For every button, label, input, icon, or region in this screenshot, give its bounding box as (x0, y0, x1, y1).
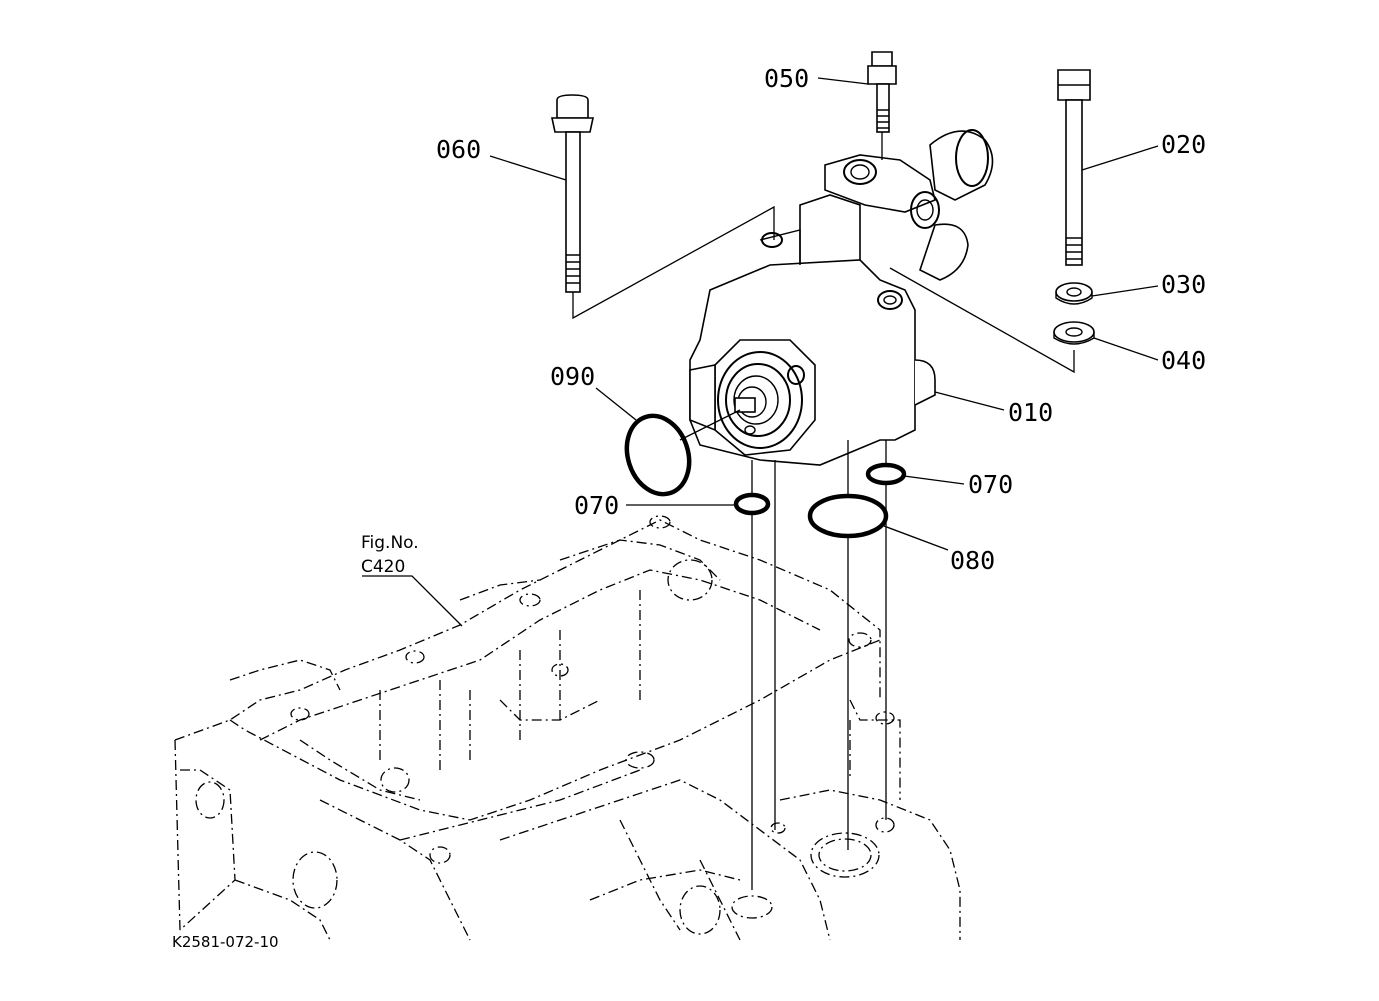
o-ring-070-left (733, 492, 771, 516)
assembly-lines (572, 132, 1075, 890)
washer-040 (1053, 321, 1095, 345)
part-label-030: 030 (1161, 270, 1206, 299)
part-label-020: 020 (1161, 130, 1206, 159)
part-label-080: 080 (950, 546, 995, 575)
part-label-050: 050 (764, 64, 809, 93)
bolt-050 (867, 51, 897, 133)
o-ring-080 (807, 493, 889, 539)
part-label-040: 040 (1161, 346, 1206, 375)
hydraulic-pump-body (689, 129, 994, 466)
o-ring-090 (624, 413, 692, 497)
bolt-060 (551, 94, 594, 293)
drawing-code: K2581-072-10 (172, 933, 279, 951)
part-label-010: 010 (1008, 398, 1053, 427)
leader-lines (362, 77, 1159, 627)
part-label-060: 060 (436, 135, 481, 164)
figure-ref-line2: C420 (361, 557, 405, 577)
part-label-070-left: 070 (574, 491, 619, 520)
bolt-020 (1057, 69, 1091, 266)
spring-washer-030 (1055, 282, 1093, 305)
part-label-070-right: 070 (968, 470, 1013, 499)
figure-ref-line1: Fig.No. (361, 533, 419, 553)
part-label-090: 090 (550, 362, 595, 391)
transmission-case (174, 515, 961, 941)
o-ring-070-right (865, 462, 907, 486)
